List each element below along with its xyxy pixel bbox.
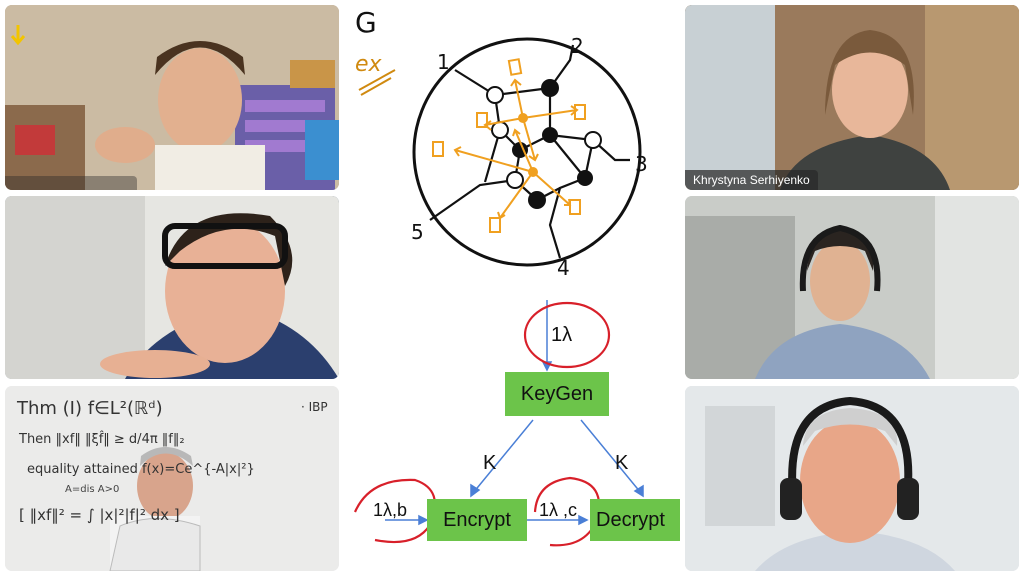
- participant-name: [5, 176, 137, 190]
- video-tile-participant-5[interactable]: [685, 196, 1019, 379]
- vertex-number-1: 1: [437, 50, 450, 74]
- vertex-number-2: 2: [571, 34, 584, 58]
- vertex-number-5: 5: [411, 220, 424, 244]
- whiteboard: G ex: [345, 0, 680, 576]
- edge-label-left: K: [483, 452, 497, 474]
- encrypt-input-label: 1λ,b: [373, 500, 408, 520]
- participant-4-video: [685, 5, 1019, 190]
- decrypt-input-label: 1λ ,c: [539, 500, 578, 520]
- video-tile-participant-3[interactable]: Thm (I) f∈L²(ℝᵈ) · IBP Then ‖xf‖ ‖ξf̂‖ ≥…: [5, 386, 339, 571]
- vertex-number-3: 3: [635, 152, 648, 176]
- graph-title-letter: G: [355, 6, 377, 39]
- board-integral: [ ‖xf‖² = ∫ |x|²|f|² dx ]: [19, 506, 180, 524]
- vertex-number-4: 4: [557, 256, 570, 280]
- participant-2-video: [5, 196, 339, 379]
- decrypt-box: Decrypt: [590, 499, 680, 541]
- video-tile-participant-6[interactable]: [685, 386, 1019, 571]
- keygen-box: KeyGen: [505, 372, 609, 416]
- participant-3-video: [5, 386, 339, 571]
- graph-drawing: [358, 37, 642, 267]
- example-label: ex: [355, 52, 382, 77]
- edge-label-right: K: [615, 452, 629, 474]
- board-then: Then ‖xf‖ ‖ξf̂‖ ≥ d/4π ‖f‖₂: [19, 432, 185, 447]
- security-param-label: 1λ: [551, 324, 573, 346]
- participant-name-khrystyna: Khrystyna Serhiyenko: [685, 170, 818, 190]
- participant-5-video: [685, 196, 1019, 379]
- video-tile-participant-2[interactable]: [5, 196, 339, 379]
- board-equality: equality attained f(x)=Ce^{-A|x|²}: [27, 462, 255, 477]
- video-tile-participant-1[interactable]: [5, 5, 339, 190]
- participant-6-video: [685, 386, 1019, 571]
- board-ibp: · IBP: [301, 400, 328, 414]
- board-cond: A=dis A>0: [65, 484, 120, 495]
- encrypt-box: Encrypt: [427, 499, 527, 541]
- video-tile-participant-4[interactable]: Khrystyna Serhiyenko: [685, 5, 1019, 190]
- board-thm: Thm (I) f∈L²(ℝᵈ): [17, 398, 163, 419]
- flow-arrows: [353, 300, 644, 547]
- participant-1-video: [5, 5, 339, 190]
- pointer-arrow-icon: [10, 25, 26, 46]
